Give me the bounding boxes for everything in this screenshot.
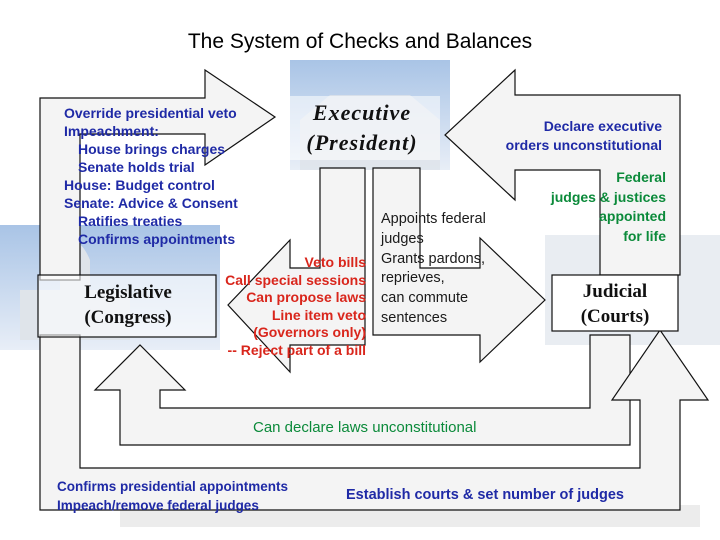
arrow-executive-to-judicial (372, 167, 546, 364)
check-special-sessions: Call special sessions (225, 271, 366, 288)
check-line-item-veto: Line item veto (271, 306, 366, 323)
check-veto-bills: Veto bills (304, 254, 366, 270)
establish-courts: Establish courts & set number of judges (346, 487, 624, 503)
legislative-label: Legislative (Congress) (40, 280, 216, 330)
check-budget: House: Budget control (64, 177, 215, 193)
check-appoints-judges: Appoints federal (381, 211, 486, 227)
check-confirms-appointments: Confirms appointments (78, 231, 236, 247)
laws-unconstitutional: Can declare laws unconstitutional (253, 419, 477, 436)
executive-checks-judicial: Appoints federal judges Grants pardons, … (381, 210, 486, 329)
judicial-sub: (Courts) (580, 306, 650, 327)
check-house-charges: House brings charges (78, 141, 226, 157)
check-impeach-judges: Impeach/remove federal judges (57, 498, 259, 513)
executive-name: Executive (312, 100, 412, 125)
federal-judges-for-life: Federal judges & justices appointed for … (520, 168, 666, 246)
check-judges: judges (381, 230, 424, 247)
check-advice-consent: Senate: Advice & Consent (64, 195, 238, 211)
diagram-title: The System of Checks and Balances (187, 30, 533, 53)
legislative-box (37, 274, 217, 338)
check-confirms-presidential: Confirms presidential appointments (57, 479, 289, 494)
legislative-sub: (Congress) (84, 307, 172, 328)
for-life-line: for life (623, 227, 666, 244)
executive-label: Executive (President) (282, 98, 442, 158)
executive-checks-legislative: Veto bills Call special sessions Can pro… (210, 254, 366, 360)
judicial-name: Judicial (582, 281, 648, 302)
arrow-executive-to-legislative (227, 167, 366, 374)
federal-line: Federal (616, 169, 666, 185)
legislative-checks-judicial: Confirms presidential appointments Impea… (57, 477, 288, 515)
check-governors-only: (Governors only) (253, 324, 366, 341)
legislative-checks-executive: Override presidential veto Impeachment: … (64, 104, 238, 248)
executive-sub: (President) (306, 130, 418, 155)
judges-justices-line: judges & justices (550, 188, 666, 205)
check-declare-exec: Declare executive (543, 118, 662, 134)
check-ratifies-treaties: Ratifies treaties (78, 213, 183, 229)
judicial-box (551, 274, 679, 332)
judicial-checks-executive: Declare executive orders unconstitutiona… (470, 117, 662, 155)
arrow-judicial-to-legislative (93, 334, 631, 446)
check-override-veto: Override presidential veto (64, 105, 237, 121)
check-commute: can commute (381, 290, 469, 307)
check-sentences: sentences (381, 309, 448, 326)
check-reprieves: reprieves, (381, 270, 445, 287)
check-impeachment: Impeachment: (64, 123, 159, 139)
check-pardons: Grants pardons, (381, 250, 485, 267)
judicial-label: Judicial (Courts) (552, 279, 678, 329)
legislative-name: Legislative (84, 282, 172, 303)
check-propose-laws: Can propose laws (246, 289, 366, 306)
check-senate-trial: Senate holds trial (78, 159, 195, 175)
arrow-legislative-to-judicial (39, 328, 710, 511)
appointed-line: appointed (599, 208, 666, 224)
check-reject-part: -- Reject part of a bill (227, 341, 366, 358)
executive-box (282, 96, 440, 160)
check-orders-unconst: orders unconstitutional (505, 137, 662, 153)
